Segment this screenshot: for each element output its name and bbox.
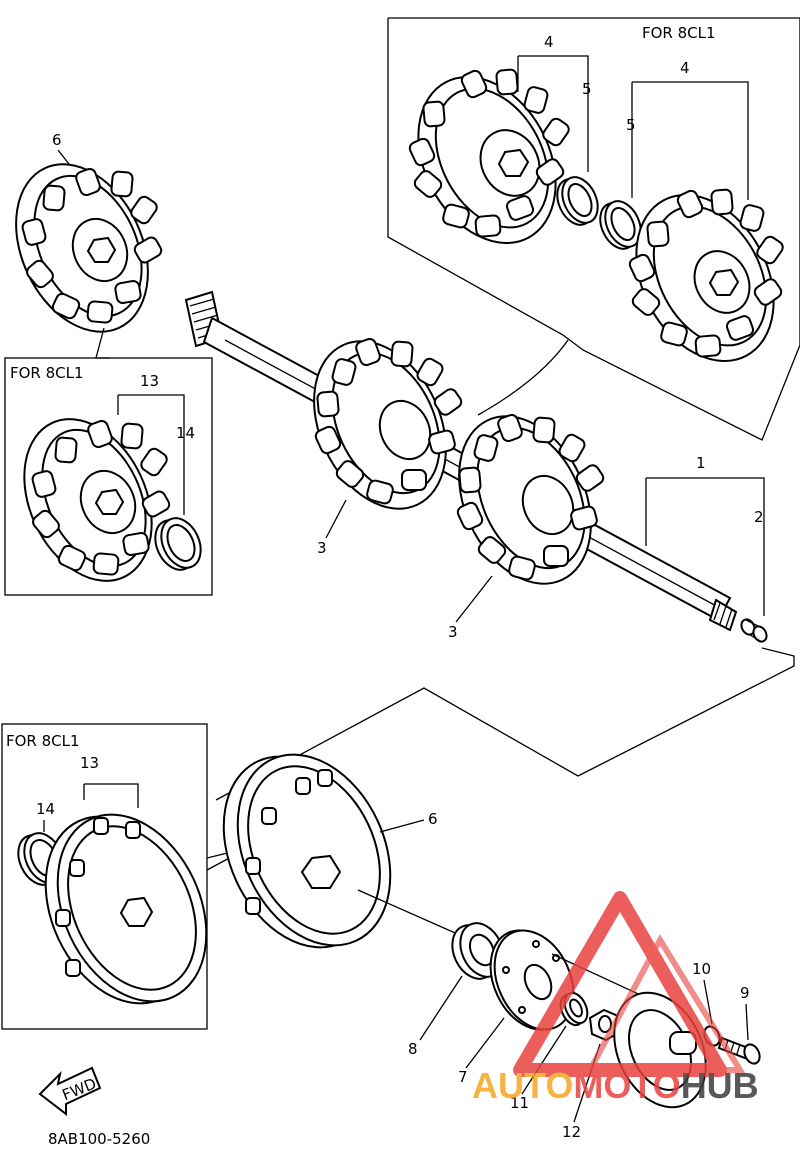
sprocket-top-left-in-box (408, 68, 570, 244)
callout-12: 12 (562, 1123, 581, 1141)
callout-10: 10 (692, 960, 711, 978)
callout-5a: 5 (582, 80, 592, 98)
watermark-auto: AUTO (472, 1065, 573, 1106)
callout-2: 2 (754, 508, 764, 526)
part-3-sprocket-left (313, 337, 463, 510)
callout-9: 9 (740, 984, 750, 1002)
part-6-upper-sprocket: 6 (15, 131, 163, 359)
callout-3-right: 3 (448, 623, 458, 641)
variant-box-bottom-left: FOR 8CL1 13 14 (1, 723, 208, 1030)
wheel-13-lower (44, 813, 208, 1005)
variant-label-bottom-left: FOR 8CL1 (6, 732, 80, 750)
variant-label-mid-left: FOR 8CL1 (10, 364, 84, 382)
callout-4a: 4 (544, 33, 554, 51)
part-3-sprocket-right (456, 413, 605, 585)
bushing-5a (556, 176, 599, 226)
variant-box-top-right: FOR 8CL1 4 5 4 5 (387, 17, 800, 441)
callout-1: 1 (696, 454, 706, 472)
watermark-hub: HUB (681, 1065, 759, 1106)
bushing-14-upper (154, 517, 202, 571)
callout-4b: 4 (680, 59, 690, 77)
svg-text:AUTOMOTOHUB: AUTOMOTOHUB (472, 1065, 759, 1106)
callout-5b: 5 (626, 116, 636, 134)
part-2-cap (740, 618, 768, 643)
variant-label-top-right: FOR 8CL1 (642, 24, 716, 42)
hub-flange (613, 991, 707, 1109)
callout-13b: 13 (80, 754, 99, 772)
callout-8: 8 (408, 1040, 418, 1058)
forward-arrow: FWD (38, 1066, 102, 1117)
callout-14b: 14 (36, 800, 55, 818)
part-code: 8AB100-5260 (48, 1130, 150, 1148)
callout-11: 11 (510, 1094, 529, 1112)
callout-14a: 14 (176, 424, 195, 442)
drive-shaft-assembly: 1 2 3 (184, 290, 795, 801)
bushing-5b (599, 200, 642, 250)
callout-3-left: 3 (317, 539, 327, 557)
watermark-logo: AUTOMOTOHUB (472, 891, 759, 1106)
callout-7: 7 (458, 1068, 468, 1086)
variant-box-mid-left: FOR 8CL1 13 14 (4, 357, 213, 596)
callout-13a: 13 (140, 372, 159, 390)
callout-6-upper: 6 (52, 131, 62, 149)
sprocket-top-right-in-box (628, 188, 784, 362)
part-6-lower-wheel: 6 (222, 753, 463, 949)
watermark-moto: MOTO (573, 1065, 680, 1106)
part-9-bolt: 9 (717, 984, 761, 1065)
callout-6-lower: 6 (428, 810, 438, 828)
forward-arrow-label: FWD (60, 1074, 99, 1104)
